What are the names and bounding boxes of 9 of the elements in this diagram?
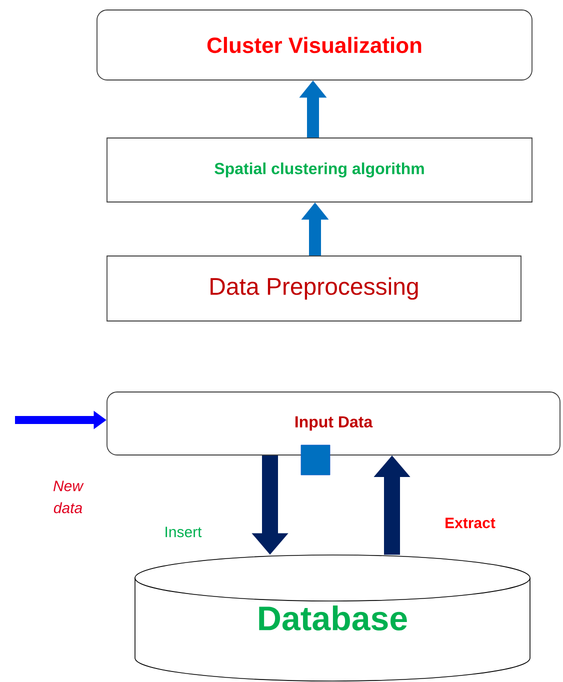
database-cylinder: Database <box>134 554 530 682</box>
edge-label: Insert <box>166 526 202 538</box>
process-box: Spatial clustering algorithm <box>106 138 532 202</box>
edge-label: New data <box>53 480 84 514</box>
rounded-box: Cluster Visualization <box>96 10 532 80</box>
edge-label: Extract <box>446 518 496 528</box>
node-label: Database <box>259 606 407 630</box>
process-box: Data Preprocessing <box>106 256 522 322</box>
rounded-box: Input Data <box>106 392 560 456</box>
